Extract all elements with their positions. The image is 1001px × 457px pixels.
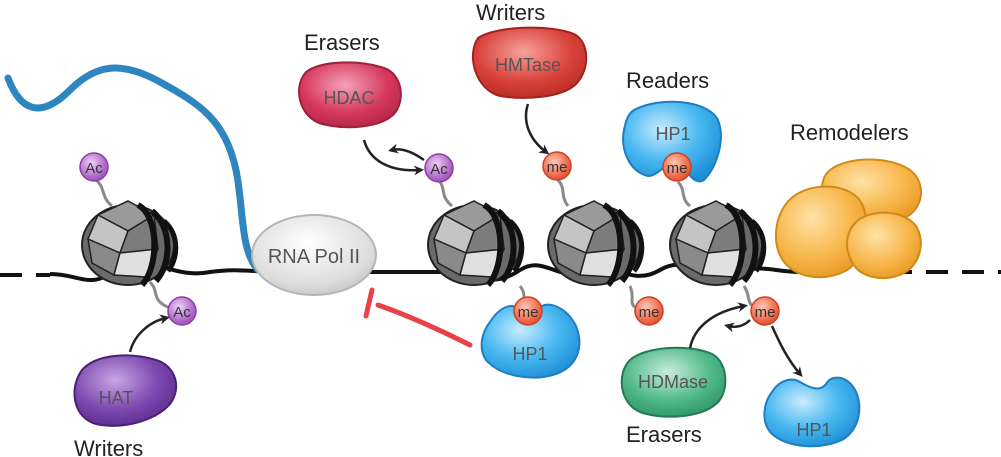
svg-text:HP1: HP1 [796, 420, 831, 440]
label-erasers-top: Erasers [304, 30, 380, 55]
nucleosome-3 [548, 201, 642, 285]
svg-text:HP1: HP1 [655, 124, 690, 144]
rna-pol-ii: RNA Pol II [251, 214, 377, 296]
svg-text:me: me [755, 304, 776, 321]
hp1-bound-middle: HP1 [480, 303, 581, 379]
svg-text:HAT: HAT [99, 388, 134, 408]
svg-text:Ac: Ac [85, 160, 103, 177]
label-erasers-bottom: Erasers [626, 422, 702, 447]
svg-text:HDAC: HDAC [323, 88, 374, 108]
svg-text:me: me [667, 160, 688, 177]
remodelers-complex [774, 158, 922, 279]
label-remodelers: Remodelers [790, 120, 909, 145]
svg-text:Ac: Ac [430, 161, 448, 178]
hdac-enzyme: HDAC [298, 61, 402, 129]
label-readers: Readers [626, 68, 709, 93]
nucleosome-4 [670, 201, 764, 285]
me-mark-5: me [750, 296, 780, 326]
me-mark-3: me [513, 296, 543, 326]
svg-text:me: me [518, 304, 539, 321]
ac-mark-1: Ac [79, 152, 109, 182]
svg-text:me: me [547, 159, 568, 176]
me-mark-2: me [662, 152, 692, 182]
rna-transcript [4, 64, 262, 274]
me-mark-1: me [542, 151, 572, 181]
inhibition-arrow [363, 287, 473, 348]
hp1-free: HP1 [763, 376, 861, 448]
svg-text:HP1: HP1 [512, 344, 547, 364]
histone-tails [94, 178, 761, 312]
rna-pol-label: RNA Pol II [268, 246, 360, 268]
label-writers-left: Writers [74, 436, 143, 457]
hdmase-enzyme: HDMase [620, 346, 727, 418]
svg-text:me: me [639, 304, 660, 321]
svg-text:Ac: Ac [173, 304, 191, 321]
svg-text:HDMase: HDMase [638, 372, 708, 392]
arrows [128, 103, 803, 378]
me-mark-4: me [634, 296, 664, 326]
ac-mark-2: Ac [167, 296, 197, 326]
nucleosome-1 [82, 201, 176, 285]
svg-text:HMTase: HMTase [495, 55, 561, 75]
hmtase-enzyme: HMTase [471, 26, 588, 99]
label-writers-top: Writers [476, 0, 545, 25]
ac-mark-3: Ac [424, 153, 454, 183]
hat-enzyme: HAT [73, 354, 178, 427]
nucleosome-2 [428, 201, 522, 285]
